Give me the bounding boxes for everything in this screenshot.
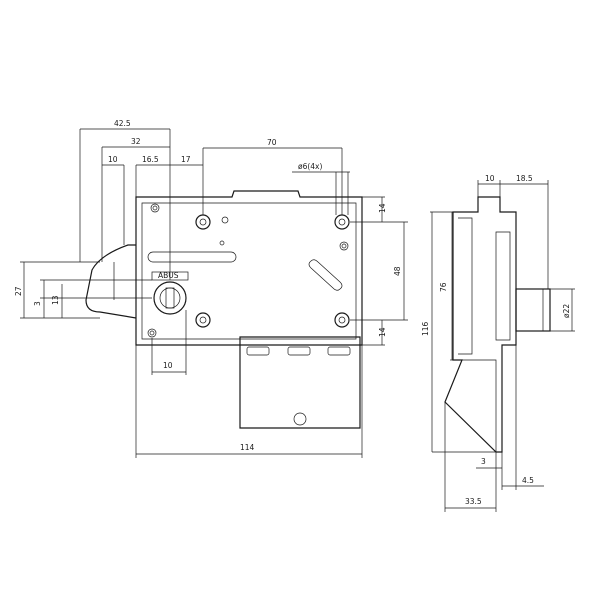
dim-70: 70 (267, 138, 277, 147)
bolt-housing (85, 244, 137, 319)
dim-13: 13 (51, 295, 60, 305)
dim-48: 48 (393, 266, 402, 276)
dim-hole: ø6(4x) (298, 162, 322, 171)
dim-16-5: 16.5 (142, 155, 159, 164)
dim-32: 32 (131, 137, 141, 146)
dim-22: ø22 (562, 304, 571, 318)
dim-17: 17 (181, 155, 191, 164)
dim-76: 76 (439, 282, 448, 292)
dim-14-top: 14 (378, 203, 387, 213)
side-view: 10 18.5 76 116 ø22 3 4.5 33.5 (421, 174, 575, 512)
dim-42-5: 42.5 (114, 119, 131, 128)
dim-side-18-5: 18.5 (516, 174, 533, 183)
screw-hole (334, 312, 350, 328)
side-body-outline (444, 196, 517, 453)
dim-4-5: 4.5 (522, 476, 534, 485)
dim-side-10: 10 (485, 174, 495, 183)
dim-14-bot: 14 (378, 327, 387, 337)
dim-10-top: 10 (108, 155, 118, 164)
strike-plate (239, 336, 361, 429)
dim-10-bot: 10 (163, 361, 173, 370)
dim-27: 27 (14, 286, 23, 296)
angled-slot (308, 259, 343, 291)
dim-33-5: 33.5 (465, 497, 482, 506)
front-view: ABUS (85, 190, 363, 429)
screw-hole (195, 214, 211, 230)
cylinder-side (515, 288, 551, 332)
lock-body-outline (135, 190, 363, 346)
dim-114: 114 (240, 443, 255, 452)
slot (147, 251, 237, 263)
dim-3-left: 3 (33, 301, 42, 306)
front-dimensions: 42.5 32 10 16.5 17 70 ø6(4x) 14 48 14 (14, 119, 408, 458)
screw-hole (334, 214, 350, 230)
screw-hole (195, 312, 211, 328)
dim-3-side: 3 (481, 457, 486, 466)
cylinder-logo: ABUS (158, 271, 179, 280)
dim-116: 116 (421, 321, 430, 336)
